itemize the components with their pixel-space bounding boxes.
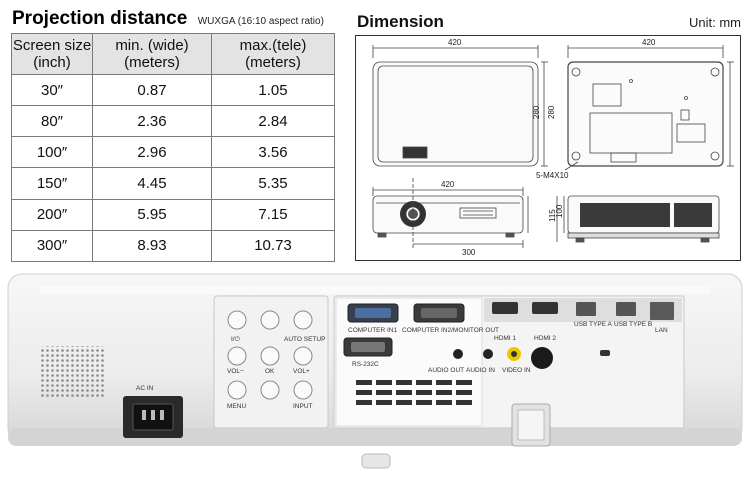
menu-button[interactable] — [227, 380, 247, 400]
cell-screen-size: 30″ — [11, 73, 93, 107]
header-min-wide: min. (wide) (meters) — [92, 33, 212, 75]
control-jack[interactable] — [531, 347, 553, 369]
header-screen-size: Screen size (inch) — [11, 33, 93, 75]
dimension-drawing-box: 420 280 420 280 5-M4X10 — [355, 35, 741, 261]
input-label: INPUT — [293, 403, 313, 410]
projection-heading: Projection distance WUXGA (16:10 aspect … — [12, 8, 324, 30]
table-row: 30″ 0.87 1.05 — [11, 73, 335, 107]
hdmi1-label: HDMI 1 — [494, 335, 516, 342]
audio-in-jack[interactable] — [483, 349, 493, 359]
vol-minus-label: VOL− — [227, 368, 244, 375]
vol-plus-button[interactable] — [293, 346, 313, 366]
table-header-row: Screen size (inch) min. (wide) (meters) … — [11, 33, 335, 75]
cell-max-tele: 1.05 — [211, 73, 335, 107]
cell-screen-size: 200″ — [11, 198, 93, 231]
projection-title: Projection distance — [12, 8, 188, 29]
cell-min-wide: 0.87 — [92, 73, 212, 107]
screw-label: 5-M4X10 — [536, 171, 569, 180]
cell-max-tele: 2.84 — [211, 105, 335, 138]
vol-plus-label: VOL+ — [293, 368, 310, 375]
bottom-depth-label: 280 — [532, 105, 541, 119]
header-max-tele: max.(tele) (meters) — [211, 33, 335, 75]
cell-max-tele: 3.56 — [211, 136, 335, 169]
input-button[interactable] — [293, 380, 313, 400]
table-row: 150″ 4.45 5.35 — [11, 167, 335, 200]
rs232c-label: RS-232C — [352, 361, 379, 368]
table-row: 300″ 8.93 10.73 — [11, 229, 335, 263]
power-label: I/⏻ — [231, 336, 240, 343]
auto-setup-button[interactable] — [293, 310, 313, 330]
audio-in-label: AUDIO IN — [466, 367, 495, 374]
header-line: min. (wide) — [115, 37, 189, 54]
table-row: 80″ 2.36 2.84 — [11, 105, 335, 138]
cell-max-tele: 10.73 — [211, 229, 335, 263]
dimension-title: Dimension — [357, 12, 444, 31]
dimension-drawings: 420 280 420 280 5-M4X10 — [372, 38, 734, 257]
side-view-drawing — [556, 195, 720, 243]
cell-screen-size: 100″ — [11, 136, 93, 169]
cell-min-wide: 8.93 — [92, 229, 212, 263]
audio-out-label: AUDIO OUT — [428, 367, 464, 374]
foot — [361, 453, 391, 469]
lan-port[interactable] — [650, 302, 674, 320]
front-view-drawing — [372, 178, 529, 248]
cell-min-wide: 4.45 — [92, 167, 212, 200]
cell-min-wide: 5.95 — [92, 198, 212, 231]
front-width-label: 420 — [441, 180, 455, 189]
cell-min-wide: 2.36 — [92, 105, 212, 138]
computer-in1-label: COMPUTER IN1 — [348, 327, 398, 334]
security-slot[interactable] — [600, 350, 610, 356]
power-button[interactable] — [227, 310, 247, 330]
projection-subtitle: WUXGA (16:10 aspect ratio) — [197, 16, 324, 27]
cell-min-wide: 2.96 — [92, 136, 212, 169]
header-line: (inch) — [33, 54, 71, 71]
menu-label: MENU — [227, 403, 246, 410]
usb-a-port[interactable] — [576, 302, 596, 316]
height-total-label: 115 — [548, 209, 557, 222]
usb-b-label: USB TYPE B — [614, 321, 652, 328]
speaker-grille — [40, 346, 106, 398]
ac-in-label: AC IN — [136, 385, 154, 392]
auto-setup-label: AUTO SETUP — [284, 336, 325, 343]
table-row: 100″ 2.96 3.56 — [11, 136, 335, 169]
projector-rear-image: AC IN I/⏻ AUTO SETUP VOL− OK VOL+ MENU I… — [7, 273, 743, 469]
header-line: (meters) — [245, 54, 301, 71]
usb-a-label: USB TYPE A — [574, 321, 612, 328]
computer-in2-label: COMPUTER IN2/MONITOR OUT — [402, 327, 499, 334]
bottom-width-label: 420 — [642, 38, 656, 47]
usb-b-port[interactable] — [616, 302, 636, 316]
vol-minus-button[interactable] — [227, 346, 247, 366]
cell-screen-size: 150″ — [11, 167, 93, 200]
cell-max-tele: 7.15 — [211, 198, 335, 231]
cell-screen-size: 80″ — [11, 105, 93, 138]
ok-label: OK — [265, 368, 275, 375]
cell-max-tele: 5.35 — [211, 167, 335, 200]
top-depth-label: 280 — [547, 105, 556, 119]
hdmi1-port[interactable] — [492, 302, 518, 314]
cell-screen-size: 300″ — [11, 229, 93, 263]
ok-button[interactable] — [260, 346, 280, 366]
audio-out-jack[interactable] — [453, 349, 463, 359]
header-line: (meters) — [124, 54, 180, 71]
top-width-label: 420 — [448, 38, 462, 47]
dimension-unit: Unit: mm — [689, 15, 741, 30]
blank-button[interactable] — [260, 310, 280, 330]
video-in-label: VIDEO IN — [502, 367, 531, 374]
top-view-drawing — [372, 45, 548, 167]
table-row: 200″ 5.95 7.15 — [11, 198, 335, 231]
vent-slots — [356, 380, 472, 405]
projection-table: Screen size (inch) min. (wide) (meters) … — [11, 33, 335, 263]
bottom-view-drawing — [564, 45, 734, 171]
hdmi2-label: HDMI 2 — [534, 335, 556, 342]
down-button[interactable] — [260, 380, 280, 400]
header-line: Screen size — [12, 37, 92, 54]
lens-offset-label: 300 — [462, 248, 476, 257]
lan-label: LAN — [655, 327, 668, 334]
hdmi2-port[interactable] — [532, 302, 558, 314]
height-body-label: 100 — [555, 204, 564, 218]
header-line: max.(tele) — [239, 37, 307, 54]
